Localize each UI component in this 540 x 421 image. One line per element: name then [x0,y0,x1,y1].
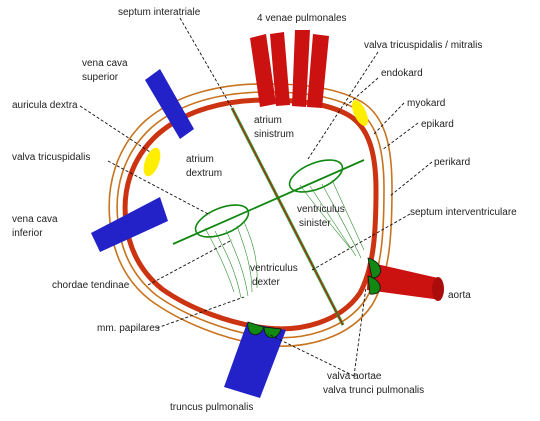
label-mm-papilares: mm. papilares [97,323,160,334]
truncus-pulmonalis-vessel [224,323,286,398]
vena-cava-superior [145,69,194,139]
label-myokard: myokard [407,98,445,109]
label-vena-cava-superior-1: vena cava [82,58,128,69]
leader-lines [79,17,433,377]
valva-tricuspidalis-ring [194,204,250,238]
label-atrium-dextrum-1: atrium [186,154,214,165]
label-vena-cava-superior-2: superior [82,72,119,83]
av-plane-line [172,159,365,245]
label-atrium-dextrum-2: dextrum [186,168,222,179]
auricula-dextra-shape [143,147,161,177]
valva-mitralis-ring [288,159,344,193]
label-septum-interventriculare: septum interventriculare [410,207,517,218]
vena-pulmonalis-1 [250,34,276,107]
myokard-wall [122,97,379,332]
labels: septum interatriale 4 venae pulmonales v… [12,7,517,413]
valva-trunci-pulmonalis-shape [247,321,282,339]
leader-endokard [345,77,379,107]
leader-chordae-tendinae [147,239,233,286]
label-perikard: perikard [434,157,470,168]
leader-septum-interatriale [179,17,233,109]
label-venae-pulmonales: 4 venae pulmonales [257,13,347,24]
chordae-tendinae-lines [204,179,365,299]
label-valva-trunci-pulmonalis: valva trunci pulmonalis [323,385,424,396]
vena-pulmonalis-4 [307,34,329,108]
label-ventriculus-sinister-2: sinister [299,218,331,229]
leader-perikard [389,161,433,197]
leader-epikard [381,122,419,151]
leader-septum-interventriculare [311,213,411,271]
label-septum-interatriale: septum interatriale [118,7,201,18]
leader-valva-tricuspidalis-mitralis [307,51,379,160]
label-chordae-tendinae: chordae tendinae [52,280,130,291]
leader-valva-trunci-pulmonalis [267,333,355,377]
leader-mm-papilares [156,296,245,329]
label-ventriculus-dexter-1: ventriculus [250,263,298,274]
label-vena-cava-inferior-2: inferior [12,228,43,239]
valva-aortae-shape [367,257,381,295]
label-atrium-sinistrum-1: atrium [254,115,282,126]
label-auricula-dextra: auricula dextra [12,100,78,111]
auricula-sinistra-shape [351,100,369,126]
label-aorta: aorta [448,290,471,301]
septum-interatriale-line [230,107,345,326]
label-atrium-sinistrum-2: sinistrum [254,129,294,140]
label-endokard: endokard [381,68,423,79]
label-ventriculus-dexter-2: dexter [252,277,280,288]
aorta-end [432,277,444,301]
label-valva-tricuspidalis: valva tricuspidalis [12,152,90,163]
label-ventriculus-sinister-1: ventriculus [297,204,345,215]
label-valva-tricuspidalis-mitralis: valva tricuspidalis / mitralis [364,40,482,51]
leader-valva-tricuspidalis [107,160,211,216]
label-truncus-pulmonalis: truncus pulmonalis [170,402,253,413]
venae-pulmonales-vessels [250,30,329,108]
vena-pulmonalis-3 [292,30,310,107]
label-epikard: epikard [421,119,454,130]
leader-myokard [373,102,405,135]
label-valva-aortae: valva aortae [327,371,382,382]
vena-pulmonalis-2 [270,32,290,106]
aorta-vessel [367,262,441,300]
leader-auricula-dextra [79,105,151,153]
label-vena-cava-inferior-1: vena cava [12,214,58,225]
vena-cava-inferior [91,197,168,252]
